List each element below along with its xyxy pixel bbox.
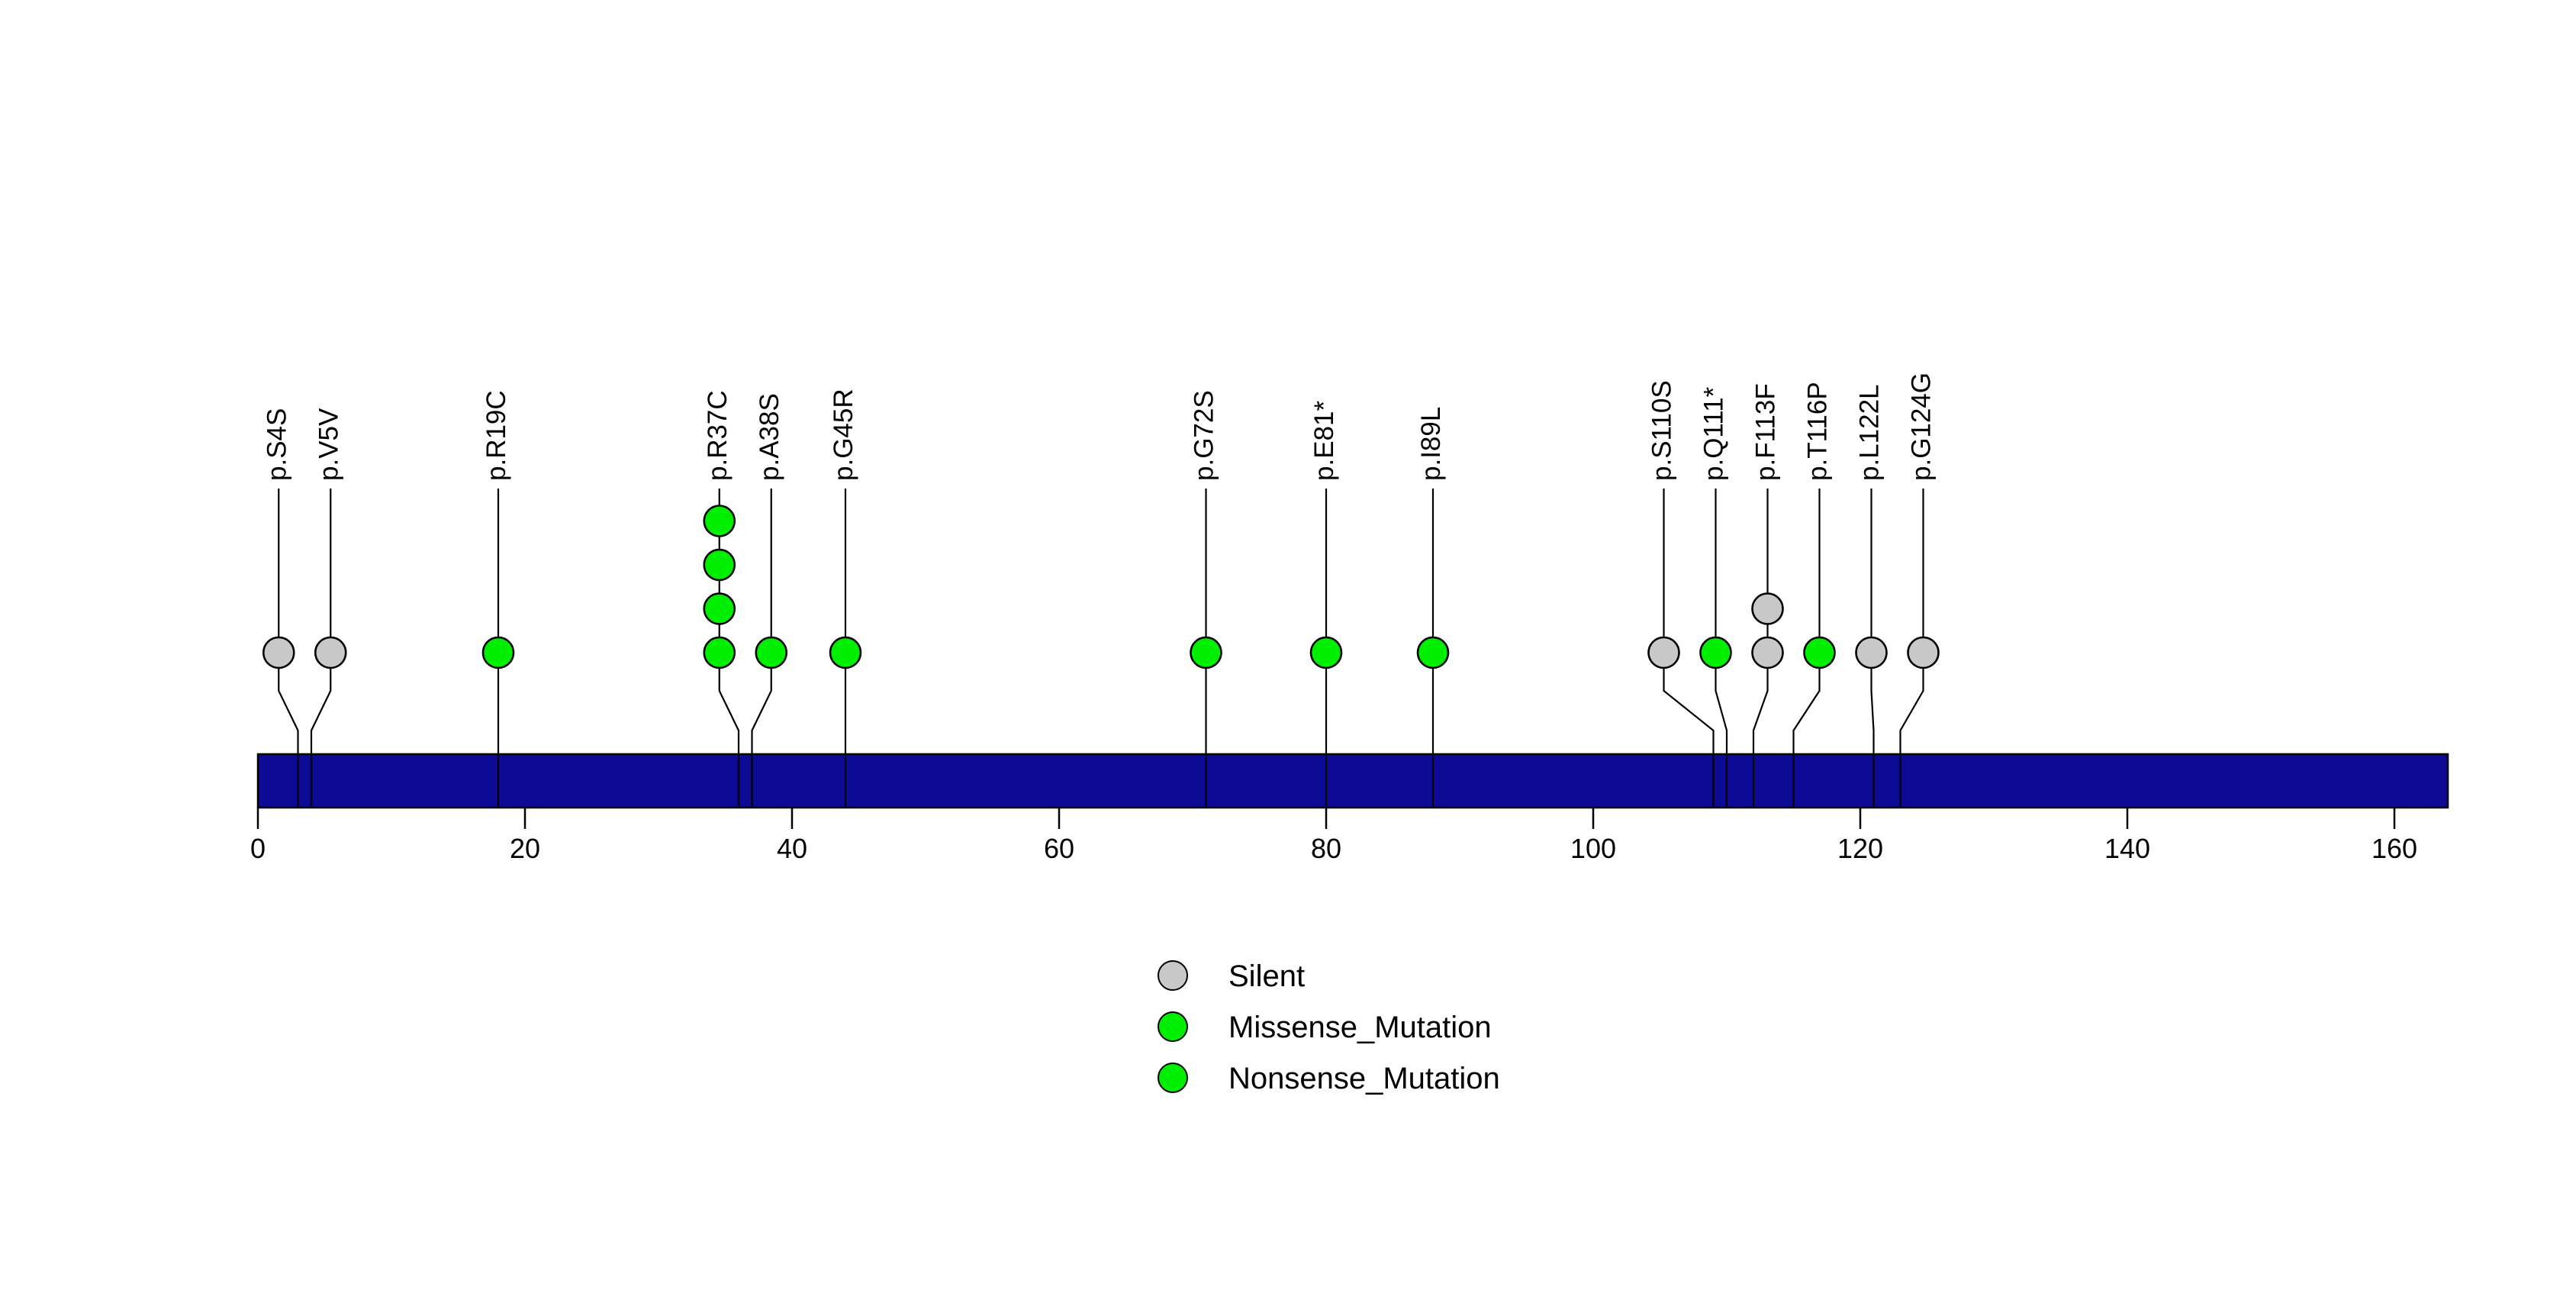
mutation-label: p.I89L	[1416, 407, 1446, 481]
lollipop-stick	[1792, 489, 1821, 807]
mutation-label: p.L122L	[1855, 384, 1885, 481]
mutation-circle	[481, 636, 515, 669]
mutation-circle	[829, 636, 862, 669]
axis-tick-label: 160	[2372, 833, 2417, 864]
legend-swatch	[1158, 1011, 1188, 1042]
lollipop-stick	[278, 489, 299, 807]
mutation-label: p.R37C	[703, 390, 733, 481]
mutation-circle	[703, 505, 736, 537]
axis-tick-label: 100	[1570, 833, 1616, 864]
mutation-label: p.Q111*	[1699, 386, 1729, 481]
axis-tick-label: 80	[1311, 833, 1341, 864]
mutation-circle	[1647, 636, 1680, 669]
mutation-circle	[703, 636, 736, 669]
mutation-label: p.G72S	[1190, 390, 1219, 481]
legend-label: Nonsense_Mutation	[1228, 1062, 1500, 1095]
mutation-circle	[1907, 636, 1940, 669]
mutation-label: p.S110S	[1647, 380, 1677, 481]
mutation-circle	[1751, 636, 1784, 669]
mutation-label: p.G124G	[1907, 372, 1937, 481]
axis-tick-label: 40	[777, 833, 807, 864]
mutation-circle	[1803, 636, 1836, 669]
lollipop-stick	[751, 489, 772, 807]
axis-tick-label: 140	[2104, 833, 2150, 864]
lollipop-stick	[1899, 489, 1924, 807]
legend-label: Silent	[1228, 959, 1305, 993]
mutation-label: p.G45R	[829, 389, 858, 481]
mutation-circle	[1190, 636, 1222, 669]
mutation-circle	[703, 592, 736, 625]
mutation-circle	[1855, 636, 1888, 669]
mutation-label: p.F113F	[1751, 383, 1781, 481]
lollipop-stick	[310, 489, 332, 807]
mutation-circle	[314, 636, 347, 669]
mutation-label: p.E81*	[1309, 401, 1339, 481]
legend-swatch	[1158, 1063, 1188, 1093]
lollipop-stick	[1752, 489, 1769, 807]
mutation-circle	[1751, 592, 1784, 625]
legend-swatch	[1158, 960, 1188, 991]
legend-label: Missense_Mutation	[1228, 1011, 1492, 1044]
lollipop-stick	[1663, 489, 1715, 807]
axis-tick-label: 20	[510, 833, 540, 864]
mutation-label: p.T116P	[1803, 382, 1833, 481]
mutation-label: p.R19C	[481, 390, 511, 481]
lollipop-stick	[1870, 489, 1875, 807]
axis-tick-label: 120	[1837, 833, 1883, 864]
mutation-label: p.A38S	[755, 393, 784, 481]
mutation-circle	[262, 636, 295, 669]
lollipop-stick	[1715, 489, 1728, 807]
mutation-circle	[1699, 636, 1732, 669]
axis-tick-label: 0	[250, 833, 266, 864]
mutation-circle	[755, 636, 788, 669]
mutation-label: p.V5V	[314, 408, 343, 481]
mutation-label: p.S4S	[262, 408, 291, 481]
mutation-circle	[703, 548, 736, 582]
axis-tick-label: 60	[1044, 833, 1074, 864]
lollipop-stick	[718, 489, 740, 807]
mutation-circle	[1416, 636, 1450, 669]
mutation-circle	[1309, 636, 1343, 669]
protein-bar	[256, 753, 2449, 809]
